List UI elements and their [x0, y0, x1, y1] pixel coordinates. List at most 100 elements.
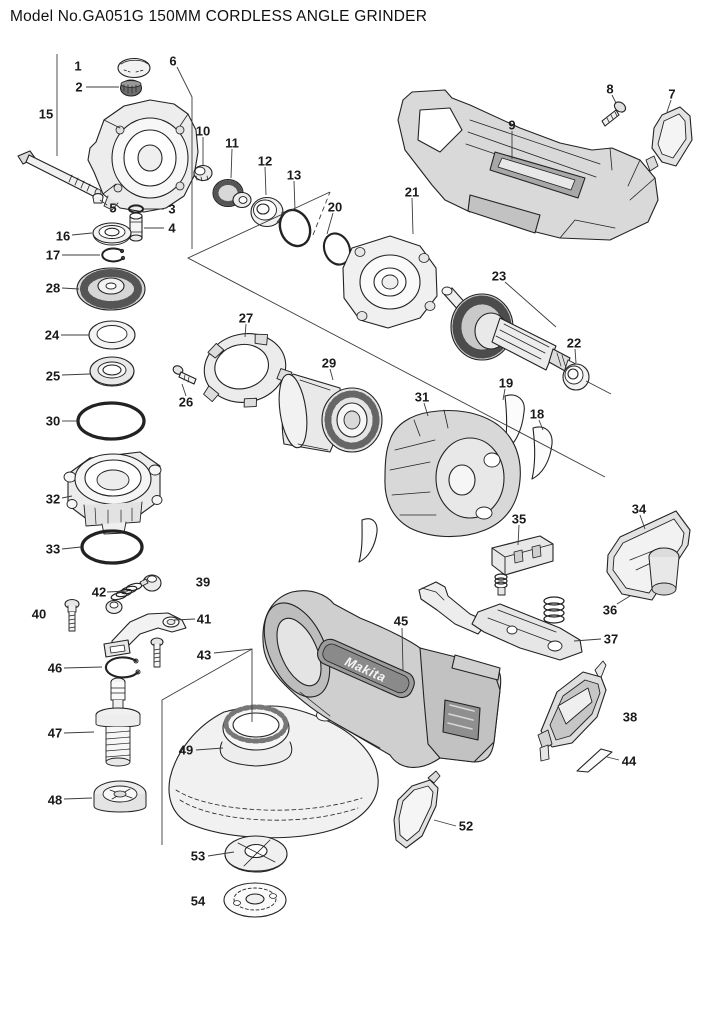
part-52-cover — [394, 771, 440, 848]
leader-line-25 — [62, 374, 90, 375]
part-27-baffle-ring — [193, 325, 297, 416]
part-label-25: 25 — [46, 369, 60, 384]
leader-line-46 — [64, 667, 102, 668]
leader-line-19 — [503, 389, 505, 400]
part-label-21: 21 — [405, 185, 419, 200]
part-36-dust-cup — [649, 548, 679, 595]
part-label-16: 16 — [56, 229, 70, 244]
leader-line-26 — [182, 384, 186, 396]
part-41-lock-lever — [104, 613, 186, 657]
part-18-baffle — [532, 427, 552, 479]
leader-line-27 — [245, 324, 246, 337]
leader-line-47 — [64, 732, 94, 733]
part-1-cap — [118, 59, 150, 78]
part-37-switch-lever — [419, 582, 582, 660]
part-label-4: 4 — [168, 221, 176, 236]
part-label-33: 33 — [46, 542, 60, 557]
leader-line-18 — [539, 420, 543, 430]
part-43-screw — [151, 638, 163, 667]
part-38-switch — [538, 661, 606, 761]
part-2-plug — [121, 80, 142, 96]
part-11-bevel-gear — [213, 180, 251, 208]
part-26-screw — [172, 364, 196, 384]
part-label-24: 24 — [45, 328, 60, 343]
part-label-48: 48 — [48, 793, 62, 808]
part-23-armature — [442, 287, 585, 375]
part-13-o-ring — [275, 205, 316, 250]
leader-line-6 — [177, 67, 192, 249]
part-label-28: 28 — [46, 281, 60, 296]
leader-line-42 — [107, 591, 128, 592]
leader-line-35 — [518, 525, 519, 545]
part-28-fan — [77, 268, 145, 310]
baffle-piece — [359, 519, 377, 562]
part-label-19: 19 — [499, 376, 513, 391]
part-8-screw — [602, 100, 627, 126]
part-48-clamp-cup — [94, 781, 146, 812]
part-40-bolt — [65, 600, 79, 632]
part-21-bearing-retainer — [343, 236, 437, 328]
leader-line-11 — [231, 149, 232, 178]
part-47-spindle — [96, 678, 140, 766]
part-22-bearing — [563, 364, 589, 390]
leader-line-21-2 — [188, 192, 605, 477]
leader-line-21 — [412, 198, 413, 234]
leader-line-28 — [62, 288, 79, 289]
leader-line-23 — [505, 282, 556, 327]
part-label-54: 54 — [191, 894, 206, 909]
part-label-39: 39 — [196, 575, 210, 590]
part-29-stator — [275, 373, 382, 452]
leader-line-31 — [424, 403, 428, 416]
part-label-44: 44 — [622, 754, 637, 769]
part-label-47: 47 — [48, 726, 62, 741]
leader-line-44 — [607, 757, 619, 760]
part-7-cover — [646, 107, 692, 171]
construction-line-1 — [313, 192, 330, 235]
leader-line-12 — [265, 167, 266, 195]
part-5-sleeve — [93, 194, 103, 203]
leader-line-52 — [434, 820, 456, 826]
leader-line-36 — [617, 596, 630, 604]
page-title: Model No.GA051G 150MM CORDLESS ANGLE GRI… — [10, 8, 428, 25]
part-label-13: 13 — [287, 168, 301, 183]
part-label-22: 22 — [567, 336, 581, 351]
part-label-40: 40 — [32, 607, 46, 622]
part-9-motor-housing — [398, 90, 658, 240]
leader-line-22 — [575, 349, 576, 363]
part-label-45: 45 — [394, 614, 408, 629]
part-label-41: 41 — [197, 612, 211, 627]
part-35-terminal-block — [492, 536, 553, 595]
construction-line-2 — [586, 381, 611, 394]
part-label-34: 34 — [632, 502, 647, 517]
part-33-o-ring — [82, 531, 142, 563]
leader-line-41 — [174, 619, 195, 620]
leader-line-49 — [196, 748, 223, 750]
part-53-lock-nut — [225, 836, 287, 872]
leader-line-48 — [64, 798, 92, 799]
part-34-cover-plate — [607, 511, 690, 600]
part-42-spring-pin — [106, 579, 148, 614]
part-label-29: 29 — [322, 356, 336, 371]
part-32-bearing-box — [64, 452, 162, 534]
part-label-20: 20 — [328, 200, 342, 215]
part-label-30: 30 — [46, 414, 60, 429]
part-label-43: 43 — [197, 648, 211, 663]
part-17-circlip — [102, 248, 124, 261]
leader-line-20 — [327, 213, 333, 234]
leader-line-5 — [100, 200, 107, 205]
part-label-26: 26 — [179, 395, 193, 410]
part-label-11: 11 — [225, 136, 239, 151]
part-label-38: 38 — [623, 710, 637, 725]
leader-line-34 — [640, 515, 645, 529]
part-label-5: 5 — [109, 201, 116, 216]
part-10-nut — [194, 166, 212, 182]
part-label-6: 6 — [169, 54, 176, 69]
part-label-35: 35 — [512, 512, 526, 527]
part-label-23: 23 — [492, 269, 506, 284]
part-label-37: 37 — [604, 632, 618, 647]
leader-line-37 — [574, 639, 601, 641]
part-label-1: 1 — [74, 59, 81, 74]
leader-line-13 — [294, 181, 295, 210]
